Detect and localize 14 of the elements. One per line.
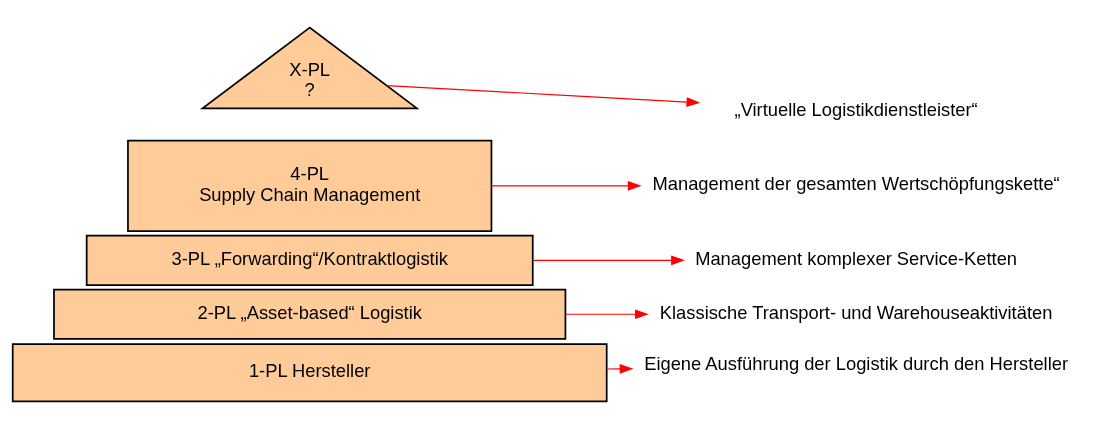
node-box: 1-PL Hersteller xyxy=(11,342,608,402)
arrow xyxy=(532,255,685,265)
arrow xyxy=(606,363,634,374)
node-box: 4-PL Supply Chain Management xyxy=(127,139,493,232)
node-text: Management der gesamten Wertschöpfungskette“ xyxy=(652,172,1060,194)
node-text: Management komplexer Service-Ketten xyxy=(695,247,1018,269)
node-box: 3-PL „Forwarding“/Kontraktlogistik xyxy=(85,234,534,286)
arrow xyxy=(565,308,649,319)
arrow xyxy=(386,84,701,107)
node-box: 2-PL „Asset-based“ Logistik xyxy=(53,288,567,340)
node-text: „Virtuelle Logistikdienstleister“ xyxy=(734,98,978,120)
node-text: Klassische Transport- und Warehouseaktivitäten xyxy=(659,301,1053,323)
node-text: Eigene Ausführung der Logistik durch den Hersteller xyxy=(644,352,1069,374)
arrow xyxy=(491,180,642,191)
